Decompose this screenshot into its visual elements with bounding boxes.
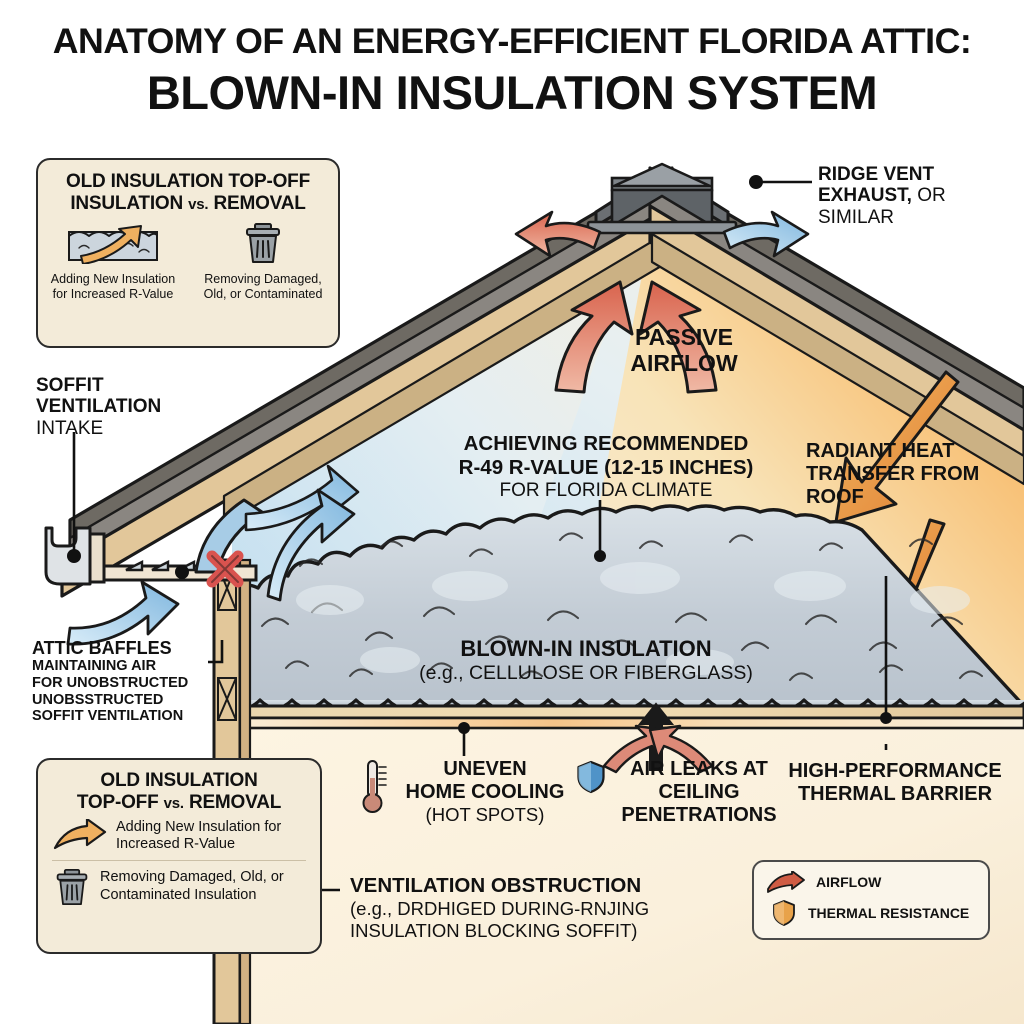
uneven-cooling-regular: (HOT SPOTS): [425, 804, 545, 826]
r-value-bold-line2: R-49 R-VALUE (12-15 INCHES): [458, 456, 754, 480]
callout-r-value: ACHIEVING RECOMMENDED R-49 R-VALUE (12-1…: [436, 432, 776, 503]
radiant-heat-line1: RADIANT HEAT: [806, 440, 955, 462]
callout-air-leaks: AIR LEAKS AT CEILING PENETRATIONS: [614, 758, 784, 828]
box-top-title-bold-a: INSULATION: [70, 192, 184, 214]
box-bottom-divider: [52, 859, 306, 861]
box-top-title-vs: vs.: [188, 195, 209, 213]
vent-obstruction-sub1: (e.g., DRDHIGED DURING-RNJING: [350, 898, 650, 920]
box-bottom-title-bold-a: TOP-OFF: [76, 791, 159, 813]
box-top-caption-topoff: Adding New Insulation for Increased R-Va…: [50, 272, 176, 302]
air-leaks-line3: PENETRATIONS: [621, 804, 777, 827]
title-line-1: ANATOMY OF AN ENERGY-EFFICIENT FLORIDA A…: [52, 22, 972, 61]
thermal-shield-icon: [773, 900, 795, 926]
insulation-with-up-arrow-icon: [68, 225, 158, 266]
attic-baffles-sub4: SOFFIT VENTILATION: [32, 708, 184, 725]
blown-in-regular: (e.g., CELLULOSE OR FIBERGLASS): [419, 661, 753, 684]
box-top-title: OLD INSULATION TOP-OFF INSULATION vs. RE…: [38, 171, 338, 214]
box-top-title-bold-b: REMOVAL: [213, 192, 306, 214]
page-title: ANATOMY OF AN ENERGY-EFFICIENT FLORIDA A…: [0, 22, 1024, 119]
attic-baffles-sub2: FOR UNOBSTRUCTED: [32, 674, 189, 691]
callout-radiant-heat: RADIANT HEAT TRANSFER FROM ROOF: [806, 440, 1024, 510]
air-leaks-line2: CEILING: [658, 781, 740, 804]
r-value-regular: FOR FLORIDA CLIMATE: [499, 480, 713, 502]
callout-ventilation-obstruction: VENTILATION OBSTRUCTION (e.g., DRDHIGED …: [350, 874, 690, 941]
box-bottom-title-line2: TOP-OFF vs. REMOVAL: [38, 792, 320, 814]
callout-blown-in-insulation: BLOWN-IN INSULATION (e.g., CELLULOSE OR …: [398, 636, 774, 685]
box-bottom-title-line1: OLD INSULATION: [100, 770, 258, 791]
airflow-arrow-icon: [767, 871, 805, 893]
passive-airflow-line1: PASSIVE: [635, 324, 733, 350]
box-bottom-title-vs: vs.: [163, 794, 184, 812]
box-top-title-line1: OLD INSULATION TOP-OFF: [66, 171, 310, 192]
uneven-cooling-line1: UNEVEN: [443, 758, 527, 780]
radiant-heat-line3: ROOF: [806, 486, 864, 509]
orange-curved-arrow-icon: [53, 819, 107, 850]
box-top-item-topoff: Adding New Insulation for Increased R-Va…: [49, 222, 177, 302]
blown-in-bold: BLOWN-IN INSULATION: [460, 636, 712, 661]
box-top-item-removal: Removing Damaged, Old, or Contaminated: [199, 222, 327, 302]
legend-item-thermal: THERMAL RESISTANCE: [766, 900, 976, 926]
box-bottom-title-bold-b: REMOVAL: [188, 791, 282, 813]
thermometer-icon: [362, 760, 387, 813]
callout-uneven-cooling: UNEVEN HOME COOLING (HOT SPOTS): [396, 758, 574, 826]
box-top-title-line2: INSULATION vs. REMOVAL: [38, 193, 338, 215]
box-bottom-row-topoff: Adding New Insulation for Increased R-Va…: [38, 813, 320, 857]
thermal-barrier-line2: THERMAL BARRIER: [797, 783, 993, 806]
callout-thermal-barrier: HIGH-PERFORMANCE THERMAL BARRIER: [782, 760, 1008, 806]
callout-attic-baffles: ATTIC BAFFLES MAINTAINING AIR FOR UNOBST…: [32, 638, 242, 725]
soffit-regular: INTAKE: [36, 417, 104, 439]
trash-can-icon: [246, 223, 280, 264]
legend-item-airflow: AIRFLOW: [766, 871, 976, 893]
attic-baffles-sub1: MAINTAINING AIR: [32, 658, 157, 675]
radiant-heat-line2: TRANSFER FROM: [806, 463, 980, 486]
title-line-2: BLOWN-IN INSULATION SYSTEM: [146, 65, 878, 119]
attic-baffles-sub3: UNOBSSTRUCTED: [32, 691, 164, 708]
callout-ridge-vent: RIDGE VENT EXHAUST, OR SIMILAR: [818, 164, 1018, 228]
air-leaks-line1: AIR LEAKS AT: [630, 758, 768, 780]
vent-obstruction-bold: VENTILATION OBSTRUCTION: [350, 874, 642, 897]
legend-box: AIRFLOW THERMAL RESISTANCE: [752, 860, 990, 940]
vent-obstruction-sub2: INSULATION BLOCKING SOFFIT): [350, 919, 638, 941]
box-bottom-row-removal: Removing Damaged, Old, or Contaminated I…: [38, 865, 320, 907]
box-bottom-text-removal: Removing Damaged, Old, or Contaminated I…: [100, 869, 284, 903]
uneven-cooling-line2: HOME COOLING: [405, 781, 565, 804]
callout-passive-airflow: PASSIVE AIRFLOW: [594, 324, 774, 377]
box-bottom-text-topoff: Adding New Insulation for Increased R-Va…: [116, 819, 282, 853]
old-insulation-topoff-box-top: OLD INSULATION TOP-OFF INSULATION vs. RE…: [36, 158, 340, 348]
callout-soffit-ventilation: SOFFIT VENTILATION INTAKE: [36, 375, 226, 439]
ridge-vent-regular: OR SIMILAR: [818, 185, 946, 228]
blue-shield-icon: [577, 760, 605, 794]
legend-label-thermal: THERMAL RESISTANCE: [808, 905, 970, 921]
old-insulation-topoff-box-bottom: OLD INSULATION TOP-OFF vs. REMOVAL Addin…: [36, 758, 322, 954]
r-value-bold-line1: ACHIEVING RECOMMENDED: [463, 432, 749, 455]
box-bottom-title: OLD INSULATION TOP-OFF vs. REMOVAL: [38, 770, 320, 813]
soffit-bold-line1: SOFFIT: [36, 375, 104, 396]
ridge-vent-bold: RIDGE VENT EXHAUST,: [818, 164, 935, 207]
legend-label-airflow: AIRFLOW: [816, 874, 882, 890]
soffit-bold-line2: VENTILATION: [36, 396, 162, 418]
passive-airflow-line2: AIRFLOW: [630, 349, 738, 376]
attic-baffles-bold: ATTIC BAFFLES: [32, 638, 172, 658]
box-top-caption-removal: Removing Damaged, Old, or Contaminated: [203, 272, 323, 302]
thermal-barrier-line1: HIGH-PERFORMANCE: [788, 760, 1002, 782]
trash-can-icon: [56, 868, 88, 905]
